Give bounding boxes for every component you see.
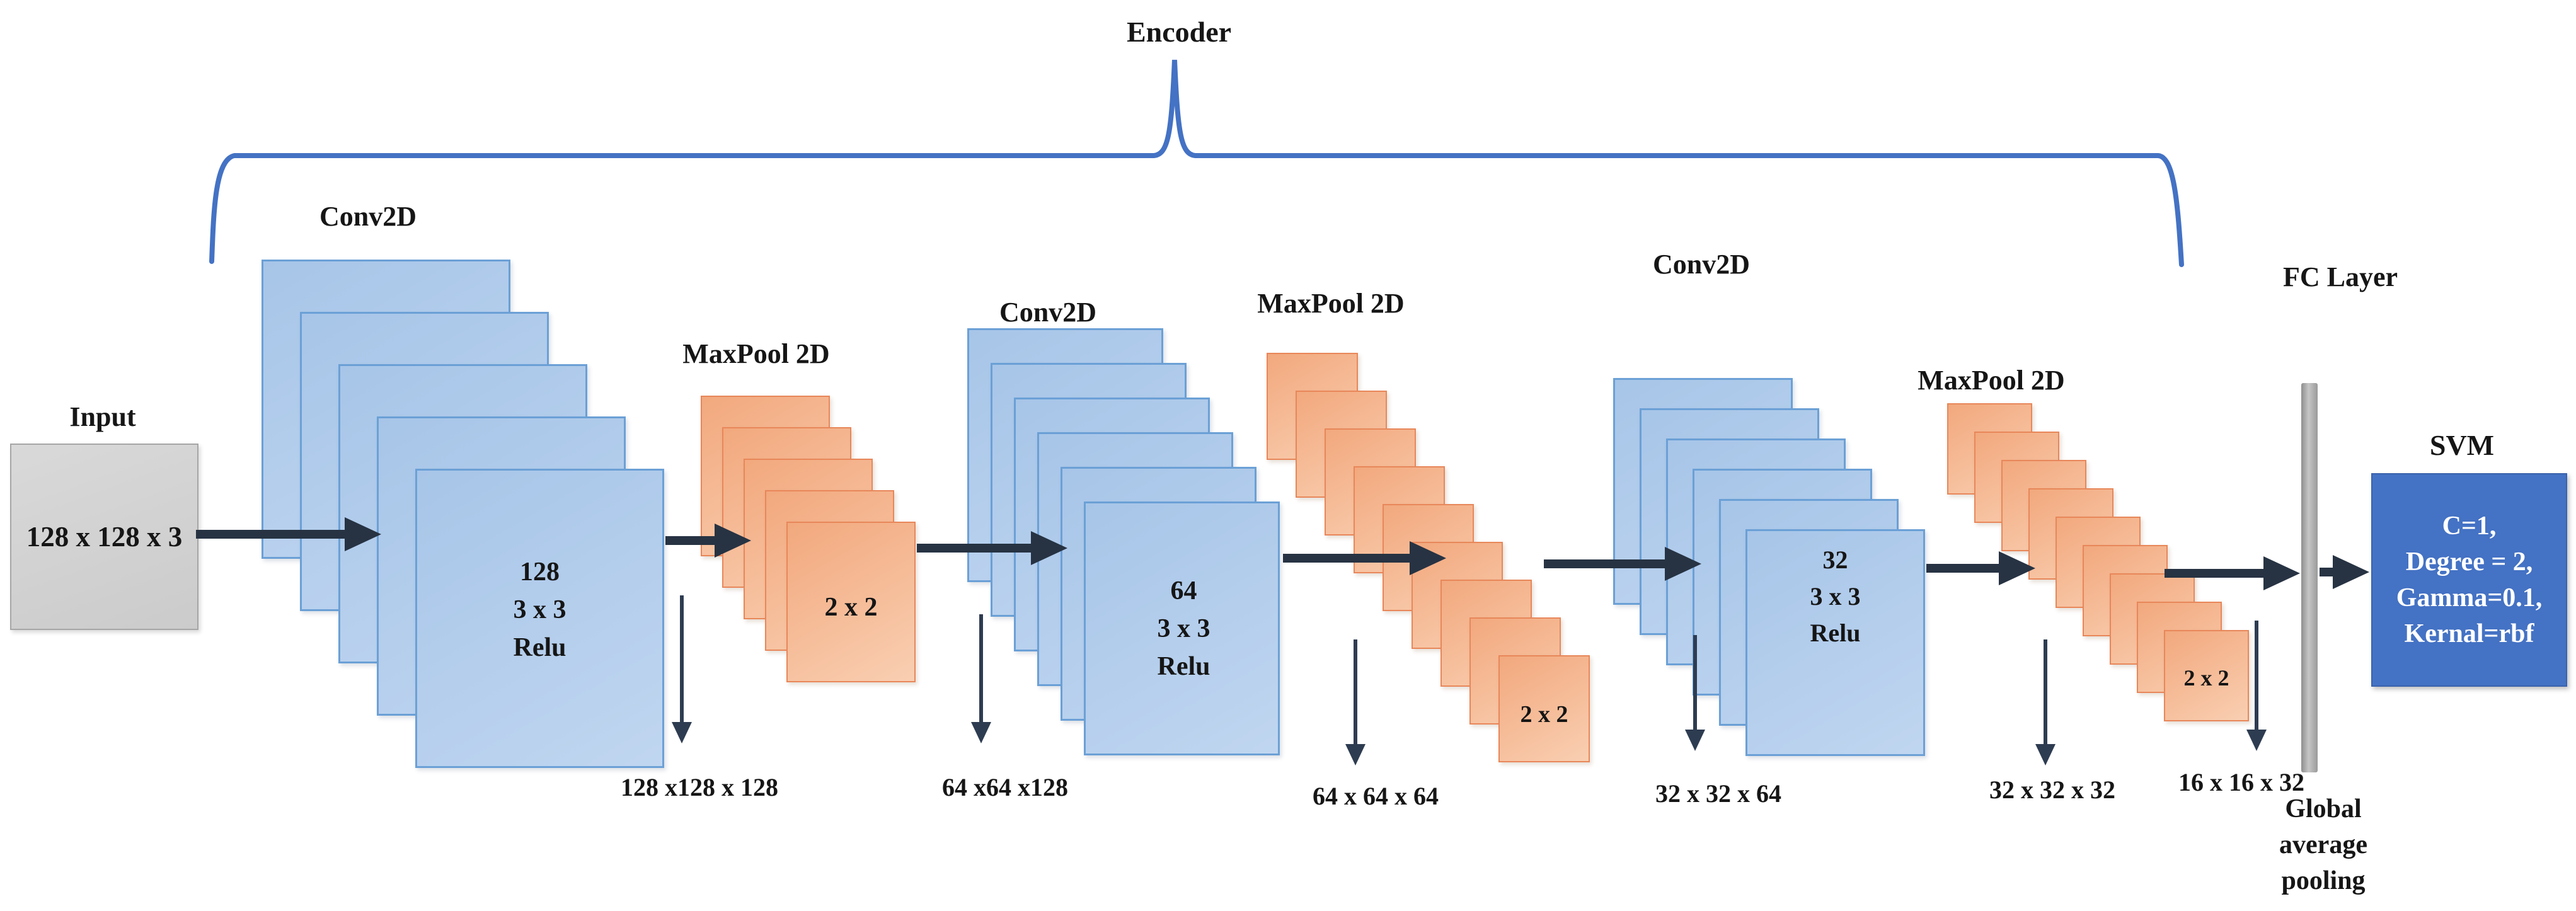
conv2-kernel: 3 x 3: [1157, 614, 1210, 643]
svm-param-gamma: Gamma=0.1,: [2396, 583, 2543, 612]
feature-map-rect: [415, 469, 664, 768]
dims-before-fc: 16 x 16 x 32: [2178, 768, 2304, 796]
conv2-filters: 64: [1170, 576, 1197, 605]
conv2-activation: Relu: [1157, 652, 1210, 681]
fc-layer-label: FC Layer: [2282, 261, 2398, 292]
flow-arrow-head-7: [2263, 556, 2300, 590]
maxpool3-label: MaxPool 2D: [1918, 365, 2065, 396]
dims-after-maxpool3: 32 x 32 x 32: [1989, 776, 2115, 804]
fc-layer-bar: [2301, 383, 2318, 772]
output-arrow-head-6: [2246, 730, 2267, 751]
output-arrow-head-2: [971, 722, 991, 743]
conv3-label: Conv2D: [1652, 249, 1751, 280]
maxpool2-size: 2 x 2: [1520, 701, 1568, 728]
conv1-label: Conv2D: [319, 201, 417, 232]
encoder-brace: [209, 59, 2184, 267]
input-box: 128 x 128 x 3: [10, 444, 198, 630]
encoder-label: Encoder: [1126, 16, 1232, 48]
dims-after-conv3: 32 x 32 x 64: [1655, 779, 1781, 808]
feature-map-rect: [786, 522, 916, 682]
maxpool2-label: MaxPool 2D: [1257, 288, 1405, 319]
svm-box: C=1, Degree = 2, Gamma=0.1, Kernal=rbf: [2371, 473, 2567, 687]
dims-after-maxpool1: 64 x64 x128: [942, 773, 1068, 801]
svm-param-c: C=1,: [2442, 511, 2497, 541]
dims-after-maxpool2: 64 x 64 x 64: [1313, 782, 1439, 810]
output-arrow-head-1: [672, 722, 692, 743]
conv3-activation: Relu: [1810, 619, 1861, 647]
feature-map-rect: [1498, 655, 1590, 762]
input-dims: 128 x 128 x 3: [26, 521, 183, 553]
conv2-label: Conv2D: [999, 297, 1097, 328]
global-average-pooling-label: Global average pooling: [2279, 794, 2367, 895]
svm-param-kernel: Kernal=rbf: [2404, 619, 2534, 648]
dims-after-conv1: 128 x128 x 128: [621, 773, 778, 801]
svm-param-degree: Degree = 2,: [2405, 547, 2533, 576]
feature-map-rect: [1745, 529, 1925, 756]
conv1-filters: 128: [520, 558, 560, 587]
output-arrow-head-5: [2035, 744, 2056, 765]
output-arrow-head-4: [1685, 730, 1705, 751]
svm-label: SVM: [2429, 429, 2495, 461]
input-label: Input: [69, 401, 136, 432]
feature-map-rect: [2164, 630, 2249, 721]
output-arrow-head-3: [1345, 744, 1366, 765]
conv3-params: 32 3 x 3 Relu: [1745, 542, 1925, 651]
feature-map-rect: [1084, 501, 1280, 755]
maxpool1-label: MaxPool 2D: [682, 338, 830, 369]
conv1-params: 128 3 x 3 Relu: [415, 553, 664, 667]
conv3-kernel: 3 x 3: [1810, 582, 1861, 610]
conv2-params: 64 3 x 3 Relu: [1086, 572, 1282, 685]
conv3-filters: 32: [1822, 546, 1848, 574]
maxpool3-size: 2 x 2: [2183, 665, 2229, 690]
conv1-kernel: 3 x 3: [513, 595, 566, 624]
conv1-activation: Relu: [513, 633, 566, 662]
flow-arrow-head-8: [2333, 555, 2369, 589]
maxpool1-size: 2 x 2: [824, 593, 878, 622]
